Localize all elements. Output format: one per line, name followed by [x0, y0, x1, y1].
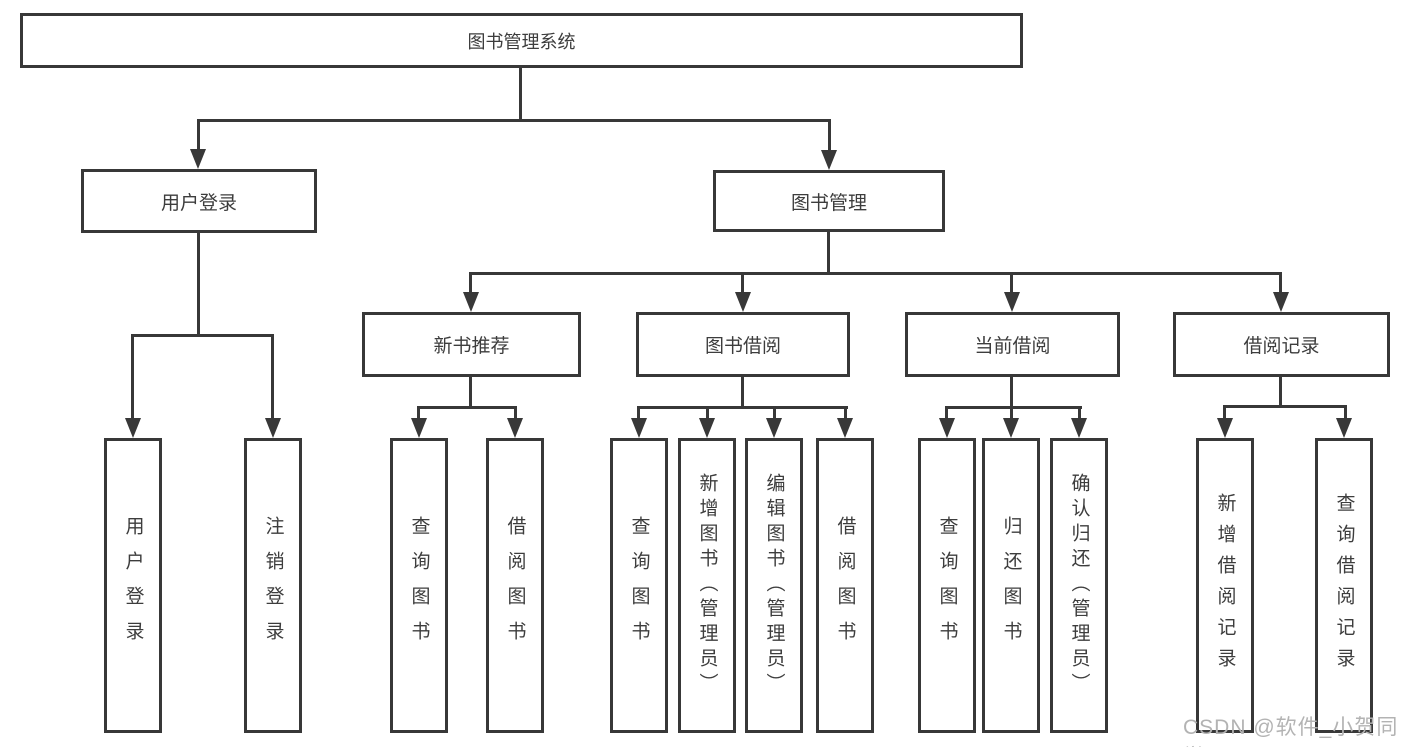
- arrow-down-icon: [1003, 418, 1019, 438]
- leaf-confirm-return-admin: 确认归还（管理员）: [1050, 438, 1108, 733]
- node-book-management: 图书管理: [713, 170, 945, 232]
- connector-line: [1279, 272, 1282, 296]
- connector-line: [706, 406, 709, 420]
- connector-line: [469, 272, 1282, 275]
- arrow-down-icon: [1071, 418, 1087, 438]
- connector-line: [469, 272, 472, 296]
- arrow-down-icon: [125, 418, 141, 438]
- connector-line: [519, 68, 522, 122]
- connector-line: [637, 406, 848, 409]
- connector-line: [844, 406, 847, 420]
- leaf-borrow-books-1: 借阅图书: [486, 438, 544, 733]
- leaf-query-borrow-record: 查询借阅记录: [1315, 438, 1373, 733]
- node-user-login: 用户登录: [81, 169, 317, 233]
- arrow-down-icon: [939, 418, 955, 438]
- leaf-borrow-books-2: 借阅图书: [816, 438, 874, 733]
- connector-line: [1223, 405, 1226, 420]
- arrow-down-icon: [837, 418, 853, 438]
- connector-line: [131, 334, 134, 422]
- connector-line: [1078, 406, 1081, 420]
- arrow-down-icon: [766, 418, 782, 438]
- node-new-book-recommend: 新书推荐: [362, 312, 581, 377]
- connector-line: [469, 377, 472, 409]
- connector-line: [1223, 405, 1347, 408]
- connector-line: [417, 406, 420, 420]
- connector-line: [131, 334, 274, 337]
- connector-line: [773, 406, 776, 420]
- leaf-query-books-2: 查询图书: [610, 438, 668, 733]
- leaf-add-book-admin: 新增图书（管理员）: [678, 438, 736, 733]
- connector-line: [945, 406, 1082, 409]
- leaf-query-books-3: 查询图书: [918, 438, 976, 733]
- arrow-down-icon: [265, 418, 281, 438]
- node-book-borrowing: 图书借阅: [636, 312, 850, 377]
- leaf-query-books-1: 查询图书: [390, 438, 448, 733]
- connector-line: [417, 406, 517, 409]
- node-root: 图书管理系统: [20, 13, 1023, 68]
- arrow-down-icon: [1336, 418, 1352, 438]
- leaf-user-login: 用户登录: [104, 438, 162, 733]
- connector-line: [197, 233, 200, 337]
- connector-line: [741, 377, 744, 409]
- arrow-down-icon: [1004, 292, 1020, 312]
- connector-line: [1344, 405, 1347, 420]
- connector-line: [1010, 272, 1013, 296]
- leaf-logout: 注销登录: [244, 438, 302, 733]
- connector-line: [637, 406, 640, 420]
- connector-line: [1279, 377, 1282, 408]
- arrow-down-icon: [190, 149, 206, 169]
- connector-line: [945, 406, 948, 420]
- csdn-watermark: CSDN @软件_小贺同学: [1183, 716, 1399, 747]
- connector-line: [197, 119, 831, 122]
- connector-line: [197, 119, 200, 152]
- arrow-down-icon: [1217, 418, 1233, 438]
- arrow-down-icon: [463, 292, 479, 312]
- connector-line: [1010, 377, 1013, 409]
- arrow-down-icon: [1273, 292, 1289, 312]
- leaf-return-book: 归还图书: [982, 438, 1040, 733]
- connector-line: [741, 272, 744, 296]
- arrow-down-icon: [699, 418, 715, 438]
- node-current-borrowing: 当前借阅: [905, 312, 1120, 377]
- arrow-down-icon: [507, 418, 523, 438]
- leaf-add-borrow-record: 新增借阅记录: [1196, 438, 1254, 733]
- arrow-down-icon: [821, 150, 837, 170]
- node-borrowing-records: 借阅记录: [1173, 312, 1390, 377]
- leaf-edit-book-admin: 编辑图书（管理员）: [745, 438, 803, 733]
- connector-line: [514, 406, 517, 420]
- arrow-down-icon: [735, 292, 751, 312]
- connector-line: [827, 232, 830, 275]
- connector-line: [828, 119, 831, 153]
- arrow-down-icon: [631, 418, 647, 438]
- connector-line: [1010, 406, 1013, 420]
- arrow-down-icon: [411, 418, 427, 438]
- connector-line: [271, 334, 274, 422]
